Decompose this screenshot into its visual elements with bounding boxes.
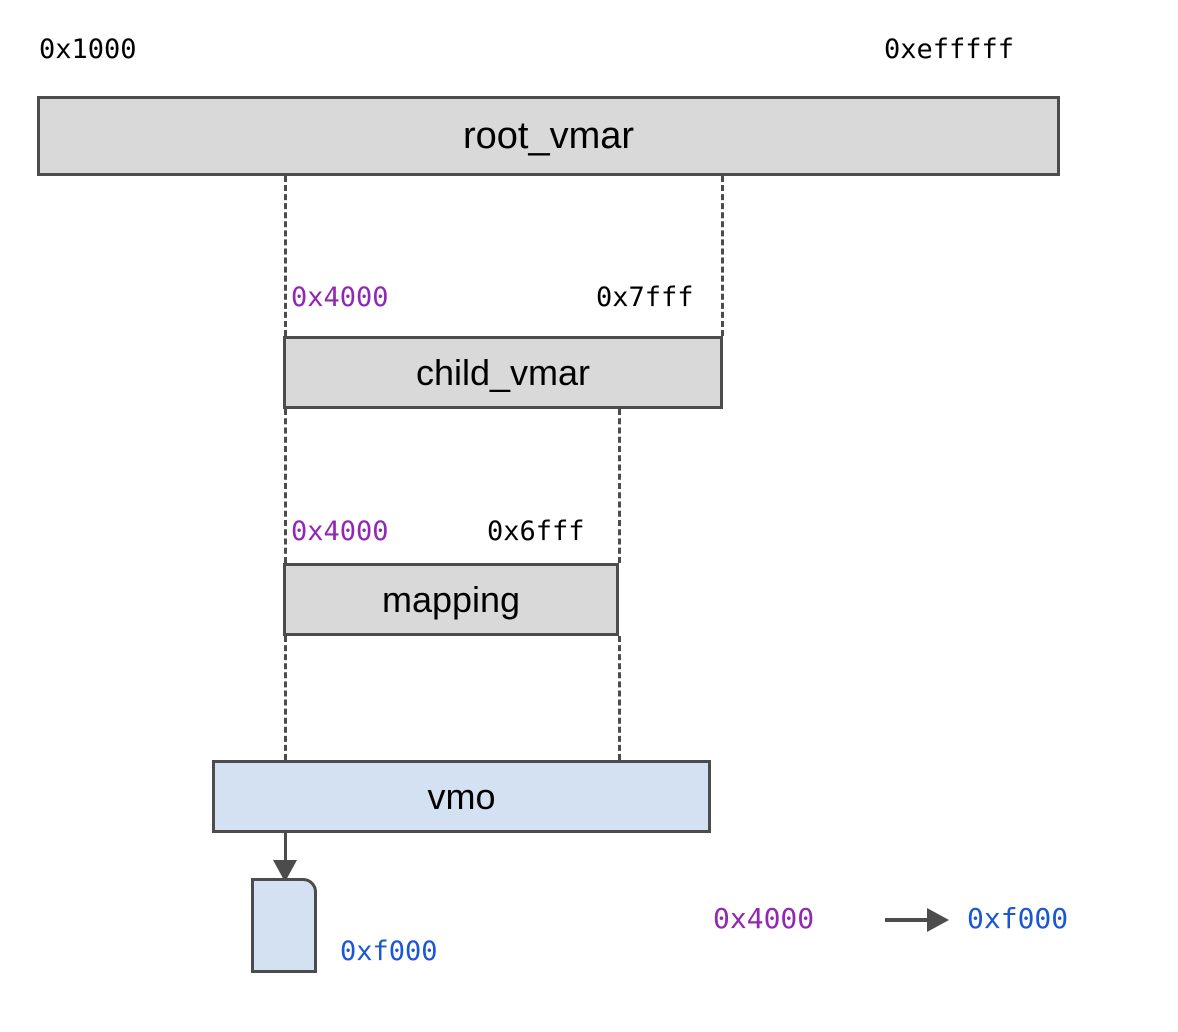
guide-line-mapping-start xyxy=(284,409,287,563)
root-vmar-box: root_vmar xyxy=(37,96,1060,176)
child-vmar-box: child_vmar xyxy=(283,336,723,409)
legend-arrow-line xyxy=(885,918,930,922)
child-vmar-end-address: 0x7fff xyxy=(596,282,694,313)
guide-line-child-vmar-end xyxy=(721,176,724,336)
vmo-to-page-arrow-head-icon xyxy=(273,860,297,882)
child-vmar-start-address: 0x4000 xyxy=(291,282,389,313)
legend-arrow-head-icon xyxy=(927,908,949,932)
guide-line-child-vmar-start xyxy=(284,176,287,336)
page-frame-icon xyxy=(251,878,317,973)
legend-virtual-address: 0x4000 xyxy=(713,902,815,935)
guide-line-vmo-end xyxy=(618,636,621,760)
mapping-end-address: 0x6fff xyxy=(487,516,585,547)
mapping-box: mapping xyxy=(283,563,619,636)
child-vmar-label: child_vmar xyxy=(415,351,591,393)
vmo-box: vmo xyxy=(212,760,711,833)
mapping-start-address: 0x4000 xyxy=(291,516,389,547)
vmo-to-page-arrow-line xyxy=(284,833,287,866)
legend-physical-address: 0xf000 xyxy=(967,902,1069,935)
root-vmar-label: root_vmar xyxy=(462,115,635,157)
guide-line-vmo-start xyxy=(284,636,287,760)
mapping-label: mapping xyxy=(381,578,521,620)
vmo-label: vmo xyxy=(427,775,496,817)
page-frame-address: 0xf000 xyxy=(340,936,438,967)
root-vmar-end-address: 0xefffff xyxy=(884,34,1015,65)
root-vmar-start-address: 0x1000 xyxy=(39,34,137,65)
guide-line-mapping-end xyxy=(618,409,621,563)
